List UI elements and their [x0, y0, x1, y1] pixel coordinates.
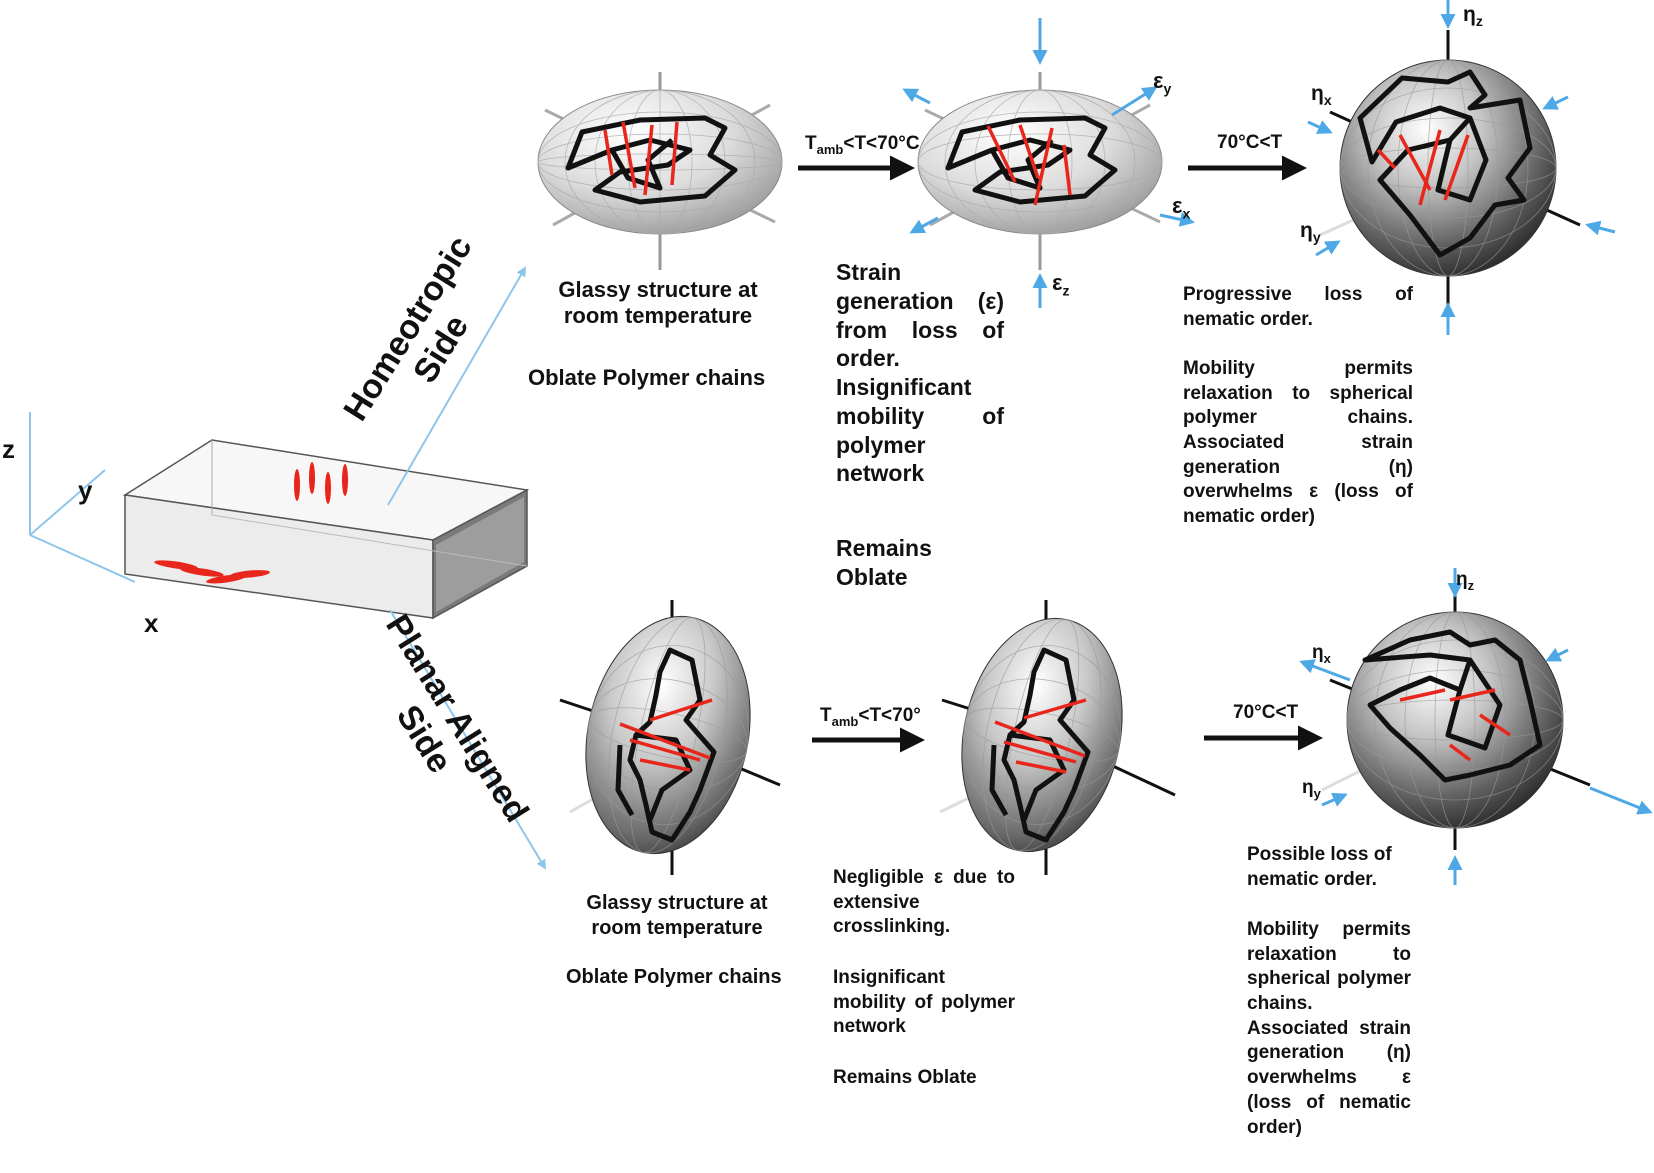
- bottom-state3-description1: Possible loss of nematic order.: [1247, 844, 1392, 890]
- top-oblate-spheroid: [537, 72, 783, 270]
- bottom-sphere: [1299, 568, 1653, 885]
- bottom-state2-description1: Negligible ε due to extensive crosslinki…: [833, 867, 1015, 938]
- bottom-ellipsoid-2: [939, 600, 1176, 875]
- top-label-etay: ηy: [1300, 219, 1321, 246]
- coordinate-axes: [29, 412, 136, 583]
- top-state1-subtitle: Oblate Polymer chains: [528, 365, 766, 390]
- homeotropic-mesogen: [342, 464, 348, 496]
- top-state2-description: Strain generation (ε) from loss of order…: [836, 259, 1004, 487]
- top-arrow1-label: Tamb<T<70°C: [805, 133, 920, 157]
- planar-mesogen: [154, 560, 198, 570]
- bottom-state1-title: Glassy structure at room temperature: [586, 892, 768, 939]
- top-state1-title: Glassy structure at room temperature: [558, 277, 758, 329]
- bottom-arrow2-label: 70°C<T: [1233, 702, 1299, 723]
- axis-label-z: z: [2, 434, 15, 464]
- top-state2-result: Remains Oblate: [836, 535, 932, 590]
- bottom-state2-result: Remains Oblate: [833, 1067, 977, 1088]
- top-sphere: [1307, 0, 1616, 335]
- film-sample: [122, 439, 530, 620]
- bottom-ellipsoid-1: [559, 600, 781, 875]
- homeotropic-mesogen: [309, 462, 315, 494]
- planar-mesogen: [180, 567, 224, 577]
- top-label-ey: εy: [1153, 68, 1172, 97]
- top-arrow2-label: 70°C<T: [1217, 132, 1283, 153]
- planar-guide-arrow: [389, 609, 547, 870]
- strain-arrows: [1299, 568, 1653, 885]
- planar-mesogen: [230, 570, 270, 578]
- bottom-state1-subtitle: Oblate Polymer chains: [566, 966, 782, 988]
- top-state3-description2: Mobility permits relaxation to spherical…: [1183, 358, 1413, 528]
- top-label-etax: ηx: [1311, 82, 1332, 109]
- top-label-etaz: ηz: [1463, 3, 1483, 30]
- bottom-state3-description2: Mobility permits relaxation to spherical…: [1247, 919, 1411, 1138]
- bottom-label-etay: ηy: [1302, 777, 1321, 801]
- top-label-ez: εz: [1052, 270, 1070, 299]
- top-strained-spheroid: [902, 18, 1195, 308]
- top-label-ex: εx: [1172, 193, 1191, 222]
- homeotropic-guide-arrow: [387, 266, 527, 506]
- homeotropic-mesogen: [325, 472, 331, 504]
- bottom-label-etaz: ηz: [1456, 569, 1475, 593]
- strain-arrows: [1307, 0, 1616, 335]
- axis-label-y: y: [78, 475, 93, 505]
- bottom-arrow1-label: Tamb<T<70°: [820, 705, 921, 729]
- homeotropic-mesogen: [294, 469, 300, 501]
- bottom-label-etax: ηx: [1312, 642, 1331, 666]
- bottom-state2-description2: Insignificant mobility of polymer networ…: [833, 967, 1015, 1038]
- strain-arrows: [902, 18, 1195, 308]
- top-state3-description1: Progressive loss of nematic order.: [1183, 284, 1413, 330]
- axis-label-x: x: [144, 608, 159, 638]
